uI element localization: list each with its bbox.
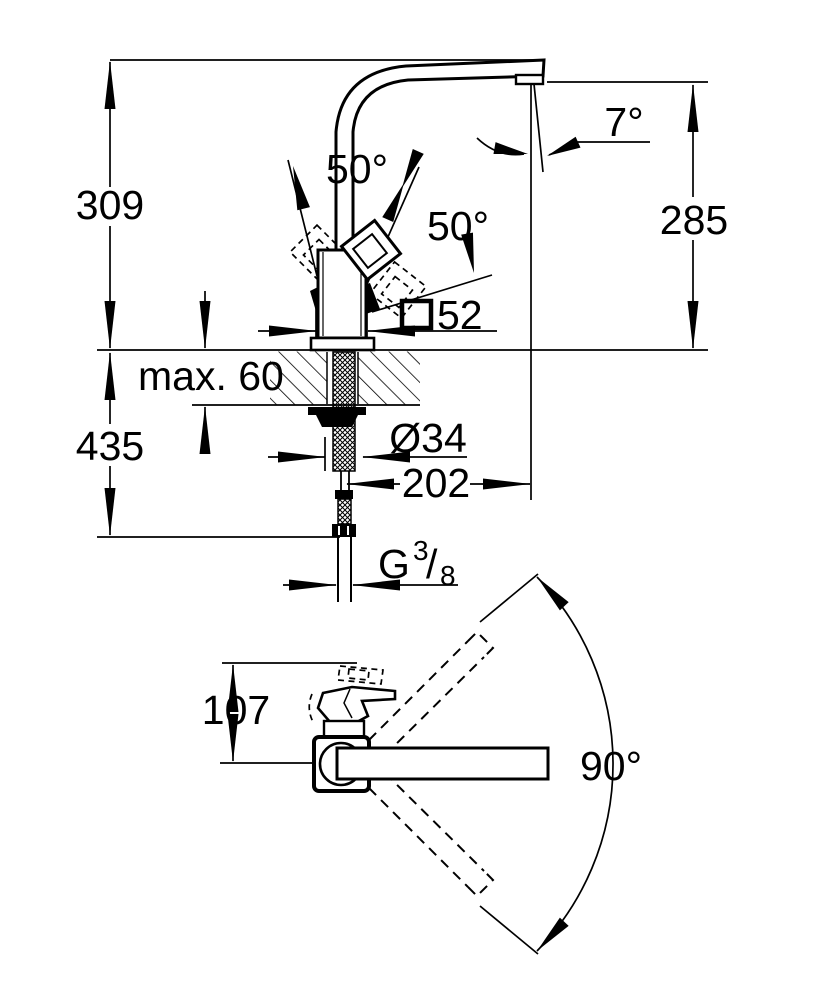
handle-up-dashed: [308, 665, 384, 723]
handle-angle-left-leg: [287, 159, 322, 293]
arrow-50-right: [461, 232, 474, 273]
base-plate: [309, 336, 376, 352]
dim-309-label: 309: [76, 182, 144, 228]
handle-top-detail: [343, 688, 353, 719]
arrow-50-bowtie-up: [382, 183, 404, 222]
dim-52-label: 52: [437, 292, 483, 338]
aerator: [514, 73, 545, 86]
swivel-down-line-2: [384, 772, 485, 872]
dim-285-label: 285: [660, 197, 728, 243]
thread-slash: /: [426, 541, 438, 587]
thread-denominator: 8: [440, 560, 456, 591]
swivel-tick-up: [479, 573, 539, 623]
handle-top-view: [316, 685, 397, 724]
swivel-up-cap: [467, 630, 495, 658]
swivel-down-line-1: [368, 787, 469, 888]
dim-max60-label: max. 60: [138, 353, 284, 399]
spout-tilt-line: [533, 83, 544, 173]
handle-angle-right-leg: [371, 274, 493, 313]
connection-hose: [337, 537, 352, 602]
dim-90deg-label: 90°: [580, 743, 642, 789]
swivel-90-arc: [536, 576, 614, 952]
dim-d34-label: Ø34: [389, 415, 467, 461]
arrow-arc-top: [537, 577, 569, 611]
swivel-down-cap: [467, 870, 495, 898]
swivel-up-line-2: [384, 656, 485, 756]
hose-nut-detail: [338, 526, 349, 535]
mounting-washer: [308, 407, 366, 415]
arrow-tilt-arc: [493, 142, 528, 155]
dim-435-label: 435: [76, 423, 144, 469]
hose-upper: [340, 471, 350, 491]
swivel-arc-group: [479, 573, 614, 955]
arrow-50-bowtie-down: [402, 149, 424, 188]
arrow-50-left: [293, 166, 310, 211]
dim-50-front-label: 50°: [326, 146, 388, 192]
dim-202-label: 202: [402, 460, 470, 506]
dim-107-group: [220, 662, 357, 764]
spout-arm-top-view: [335, 746, 550, 781]
handle-up-outline: [337, 665, 384, 685]
angle-arrowheads: [293, 136, 581, 273]
counter-hole-edges: [326, 352, 359, 404]
swivel-up-line-1: [368, 640, 469, 741]
thread-label: G 3 / 8: [378, 535, 456, 591]
spout-swivel-dashed: [368, 630, 495, 898]
side-view: [270, 58, 546, 602]
handle-up-inner: [347, 668, 370, 681]
counter-hatch-left: [270, 351, 327, 405]
top-view: [220, 573, 614, 955]
dim-7deg-label: 7°: [604, 99, 643, 145]
arrow-arc-bottom: [537, 917, 569, 951]
swivel-tick-down: [479, 905, 539, 955]
thread-numerator: 3: [413, 535, 429, 566]
handle-motion-arc: [308, 693, 314, 723]
dim-50-back-label: 50°: [427, 203, 489, 249]
handle-dashed-right-outer: [368, 260, 428, 320]
hose-nut: [332, 524, 356, 537]
square-symbol-icon: [399, 298, 434, 331]
mounting-nut: [316, 415, 358, 427]
dimension-labels: 309 435 max. 60 50° 50° 7° 285 52 Ø34 20…: [76, 99, 728, 789]
hose-fitting-2: [337, 498, 352, 525]
handle-knob-inner: [351, 232, 389, 270]
arrow-7deg-leader: [547, 136, 581, 156]
counter-hatch-right: [358, 351, 420, 405]
dim-107-label: 107: [202, 687, 270, 733]
hose-fitting-1: [335, 490, 353, 499]
thread-letter: G: [378, 541, 410, 587]
